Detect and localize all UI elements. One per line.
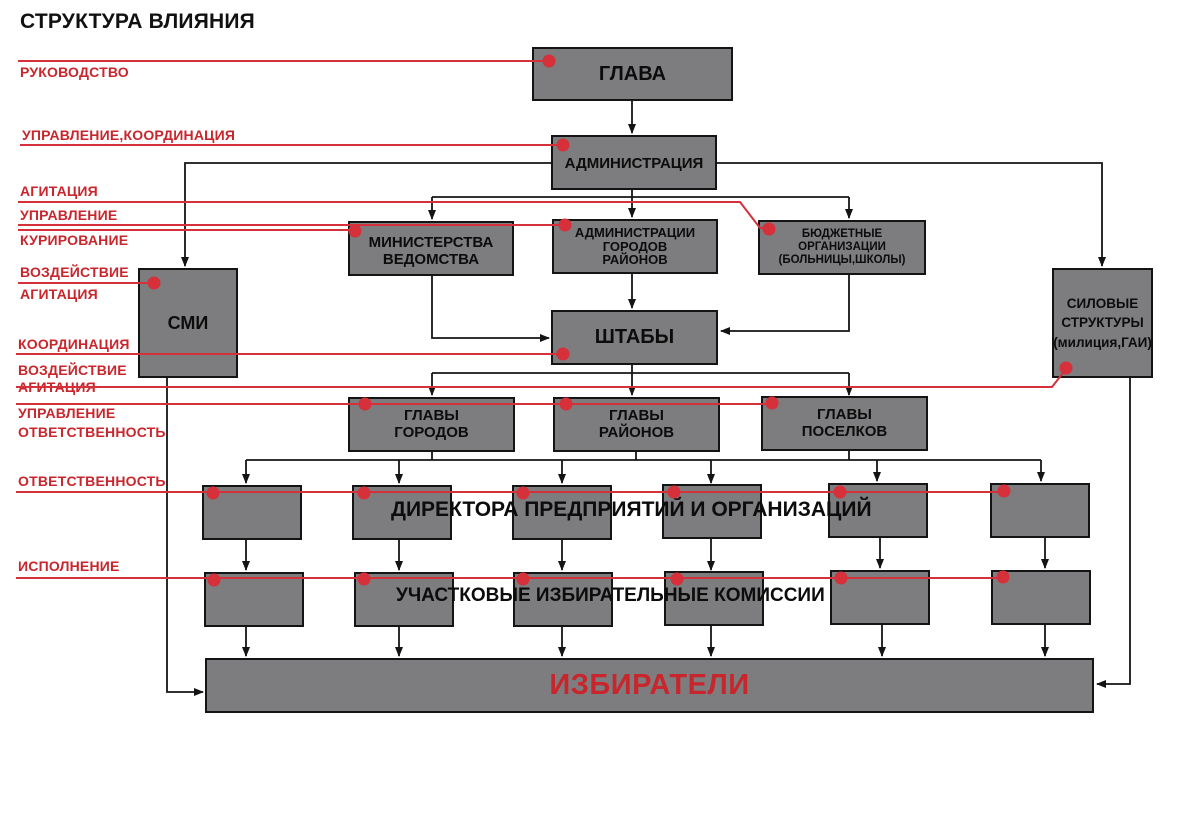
- smi-box: СМИ: [138, 268, 238, 378]
- silovye-label: СИЛОВЫЕ СТРУКТУРЫ (милиция,ГАИ): [1053, 295, 1152, 350]
- admin-gorodov-label: АДМИНИСТРАЦИИ ГОРОДОВ РАЙОНОВ: [574, 225, 696, 268]
- ministerstva-box: МИНИСТЕРСТВА ВЕДОМСТВА: [348, 221, 514, 276]
- izbirateli-box: ИЗБИРАТЕЛИ: [205, 658, 1094, 713]
- komissii-box-1: [204, 572, 304, 627]
- admin-gorodov-box: АДМИНИСТРАЦИИ ГОРОДОВ РАЙОНОВ: [552, 219, 718, 274]
- glavy-gorodov-label: ГЛАВЫ ГОРОДОВ: [394, 406, 469, 441]
- glavy-rayonov-label: ГЛАВЫ РАЙОНОВ: [598, 406, 675, 441]
- diagram-title: СТРУКТУРА ВЛИЯНИЯ: [20, 10, 255, 33]
- label-otvetstvennost-1: ОТВЕТСТВЕННОСТЬ: [18, 424, 166, 440]
- izbirateli-label: ИЗБИРАТЕЛИ: [549, 669, 750, 702]
- komissii-box-3: [513, 572, 613, 627]
- shtaby-box: ШТАБЫ: [551, 310, 718, 365]
- direktora-box-1: [202, 485, 302, 540]
- label-upravlenie: УПРАВЛЕНИЕ: [20, 207, 118, 223]
- smi-label: СМИ: [167, 312, 209, 333]
- label-ispolnenie: ИСПОЛНЕНИЕ: [18, 558, 120, 574]
- administraciya-box: АДМИНИСТРАЦИЯ: [551, 135, 717, 190]
- komissii-row-label: УЧАСТКОВЫЕ ИЗБИРАТЕЛЬНЫЕ КОМИССИИ: [396, 585, 825, 606]
- label-vozdeystvie-2: ВОЗДЕЙСТВИЕ: [18, 362, 127, 378]
- label-upravlenie-koordinaciya: УПРАВЛЕНИЕ,КООРДИНАЦИЯ: [22, 127, 236, 143]
- label-kurirovanie: КУРИРОВАНИЕ: [20, 232, 129, 248]
- silovye-box: СИЛОВЫЕ СТРУКТУРЫ (милиция,ГАИ): [1052, 268, 1153, 378]
- shtaby-label: ШТАБЫ: [594, 326, 675, 349]
- direktora-box-6: [990, 483, 1090, 538]
- administraciya-label: АДМИНИСТРАЦИЯ: [564, 155, 704, 173]
- direktora-row-label: ДИРЕКТОРА ПРЕДПРИЯТИЙ И ОРГАНИЗАЦИЙ: [391, 498, 872, 521]
- glavy-poselkov-box: ГЛАВЫ ПОСЕЛКОВ: [761, 396, 928, 451]
- label-agitaciya-2: АГИТАЦИЯ: [20, 286, 98, 302]
- direktora-box-3: [512, 485, 612, 540]
- label-koordinaciya: КООРДИНАЦИЯ: [18, 336, 130, 352]
- label-upravlenie-2: УПРАВЛЕНИЕ: [18, 405, 116, 421]
- label-agitaciya-1: АГИТАЦИЯ: [20, 183, 98, 199]
- komissii-box-6: [991, 570, 1091, 625]
- komissii-box-5: [830, 570, 930, 625]
- komissii-box-2: [354, 572, 454, 627]
- glava-box: ГЛАВА: [532, 47, 733, 101]
- label-agitaciya-3: АГИТАЦИЯ: [18, 379, 96, 395]
- byudzhetnye-box: БЮДЖЕТНЫЕ ОРГАНИЗАЦИИ (БОЛЬНИЦЫ,ШКОЛЫ): [758, 220, 926, 275]
- byudzhetnye-label: БЮДЖЕТНЫЕ ОРГАНИЗАЦИИ (БОЛЬНИЦЫ,ШКОЛЫ): [778, 227, 906, 267]
- label-vozdeystvie-1: ВОЗДЕЙСТВИЕ: [20, 264, 129, 280]
- label-rukovodstvo: РУКОВОДСТВО: [20, 64, 129, 80]
- label-otvetstvennost-2: ОТВЕТСТВЕННОСТЬ: [18, 473, 166, 489]
- glavy-gorodov-box: ГЛАВЫ ГОРОДОВ: [348, 397, 515, 452]
- glavy-poselkov-label: ГЛАВЫ ПОСЕЛКОВ: [801, 405, 888, 440]
- ministerstva-label: МИНИСТЕРСТВА ВЕДОМСТВА: [368, 233, 494, 268]
- glava-label: ГЛАВА: [598, 62, 667, 85]
- glavy-rayonov-box: ГЛАВЫ РАЙОНОВ: [553, 397, 720, 452]
